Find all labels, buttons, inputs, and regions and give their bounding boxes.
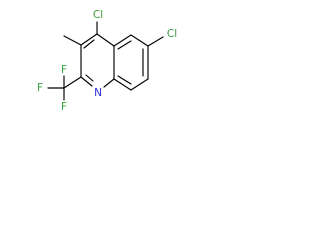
atom-cl-top: Cl	[93, 9, 103, 21]
bond-c2-cf3	[63, 76, 82, 89]
atom-n: N	[94, 87, 102, 99]
atom-f-bottom: F	[61, 101, 67, 113]
bond-c6-cl	[147, 36, 164, 47]
bonds	[47, 21, 164, 101]
atom-cl-right: Cl	[167, 28, 177, 40]
bond-c4-c3-inner	[83, 39, 95, 49]
atom-labels: Cl Cl N F F F	[37, 9, 177, 113]
bond-c2-n-inner	[85, 74, 94, 82]
bond-n-c8a	[103, 78, 115, 88]
atom-f-top: F	[61, 64, 67, 76]
bond-c4a-c5	[113, 34, 132, 47]
bond-c5-c6	[130, 34, 149, 47]
bond-c7-c8	[130, 78, 149, 91]
bond-c3-methyl	[63, 35, 82, 46]
structure-diagram: Cl Cl N F F F	[37, 9, 177, 113]
atom-f-left: F	[37, 82, 43, 94]
bond-c2-n	[80, 76, 93, 87]
bond-c4a-c5-inner	[117, 40, 132, 50]
bond-c8-c8a-inner	[117, 75, 132, 85]
bond-c4-c3	[80, 33, 98, 46]
bond-c8-c8a	[113, 78, 132, 91]
bond-c4a-c4	[96, 33, 115, 47]
